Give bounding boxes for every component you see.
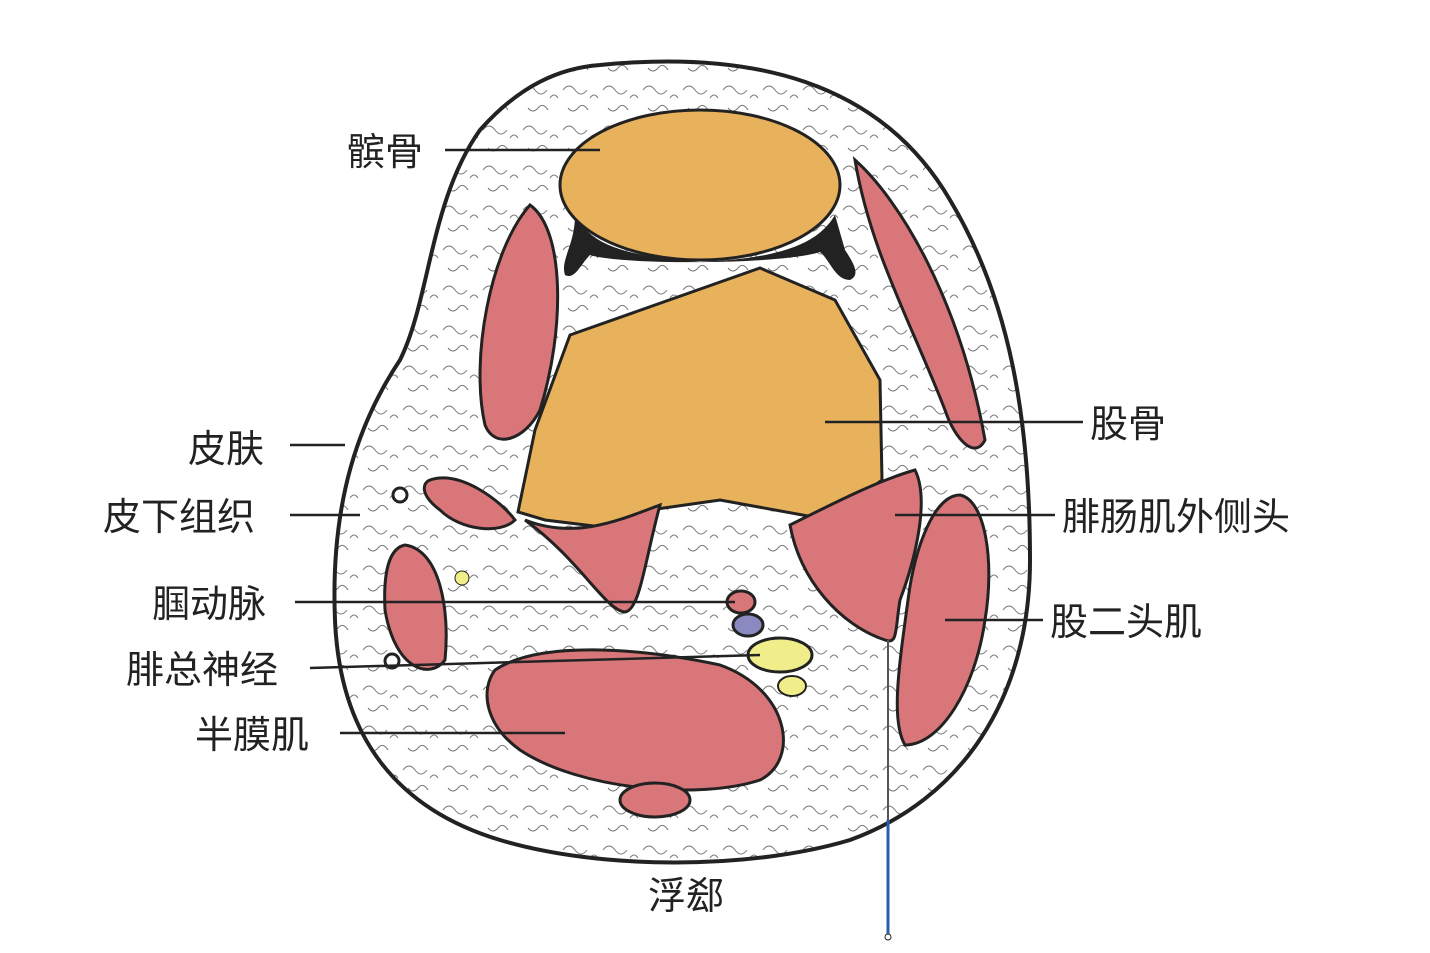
- label-semimembranosus: 半膜肌: [195, 713, 310, 757]
- biceps-femoris: [895, 493, 991, 747]
- label-skin: 皮肤: [188, 427, 265, 471]
- label-patella: 髌骨: [347, 130, 424, 174]
- small-vessel: [391, 486, 409, 504]
- gracilis: [383, 543, 448, 671]
- small-muscle: [618, 781, 692, 819]
- label-acupoint: 浮郄: [648, 874, 725, 918]
- needle-handle: [884, 933, 892, 941]
- label-subcutaneous: 皮下组织: [103, 495, 256, 539]
- gastrocnemius-lateral-head: [788, 468, 923, 643]
- semitendinosus: [524, 502, 663, 614]
- vastus-medialis: [478, 202, 560, 441]
- small-nerve: [454, 570, 470, 586]
- label-femur: 股骨: [1090, 402, 1167, 446]
- label-popliteal-artery: 腘动脉: [152, 582, 267, 626]
- common-peroneal-nerve: [777, 675, 807, 697]
- patella: [558, 108, 842, 262]
- label-common-peroneal-nerve: 腓总神经: [126, 648, 279, 692]
- semimembranosus: [485, 648, 785, 792]
- popliteal-vein: [731, 612, 765, 638]
- iliotibial-band: [852, 156, 987, 450]
- joint-space: [563, 215, 856, 280]
- label-gastrocnemius-lateral: 腓肠肌外侧头: [1062, 495, 1291, 539]
- label-biceps-femoris: 股二头肌: [1050, 600, 1203, 644]
- femur: [516, 266, 884, 530]
- sartorius: [422, 476, 517, 531]
